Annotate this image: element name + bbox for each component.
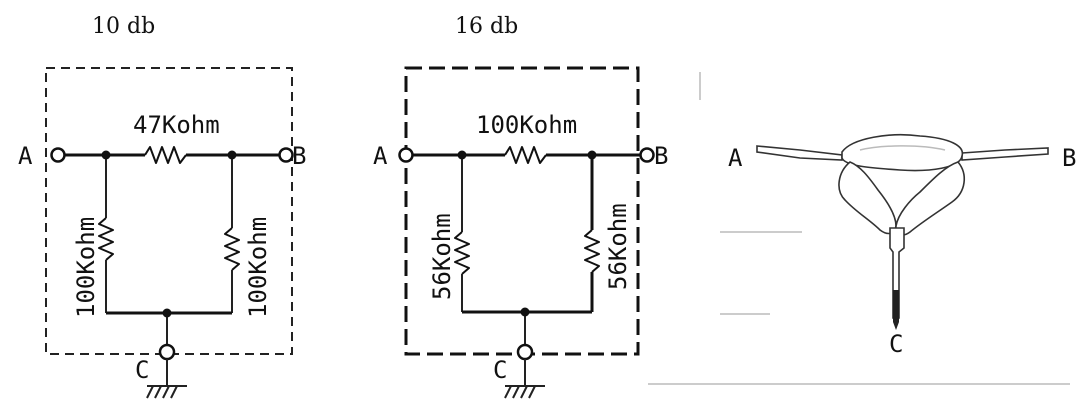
- circuit-10db-left-shunt-label: 100Kohm: [72, 217, 100, 318]
- circuit-16db-ground-icon: [504, 359, 545, 399]
- circuit-10db-label-c: C: [135, 356, 149, 384]
- resistor-assembly-sketch: A B C: [648, 72, 1076, 385]
- circuit-16db-label-a: A: [373, 142, 388, 170]
- circuit-16db-terminal-a: [398, 147, 414, 163]
- circuit-10db-series-resistor: [144, 146, 187, 164]
- circuit-10db-node: [162, 308, 172, 318]
- circuit-10db-right-shunt-resistor: [224, 227, 240, 271]
- circuit-10db: 10 db 47Kohm 100Kohm 100Kohm A B C: [18, 14, 306, 399]
- circuit-16db-label-b: B: [654, 142, 668, 170]
- circuit-16db-terminal-b: [639, 147, 655, 163]
- circuit-16db-terminal-c: [516, 343, 534, 361]
- circuit-10db-node: [101, 150, 111, 160]
- assembly-series-resistor: [841, 133, 964, 172]
- assembly-lead-c-tip: [893, 290, 899, 330]
- assembly-label-a: A: [728, 144, 743, 172]
- circuit-10db-terminal-a: [50, 147, 66, 163]
- circuit-10db-label-b: B: [292, 142, 306, 170]
- circuit-16db-node: [520, 307, 530, 317]
- circuit-16db-label-c: C: [493, 356, 507, 384]
- circuit-10db-right-shunt-label: 100Kohm: [244, 217, 272, 318]
- circuit-16db-left-shunt-resistor: [454, 231, 470, 275]
- assembly-left-shunt-resistor: [838, 161, 897, 235]
- circuit-16db-series-resistor: [504, 146, 547, 164]
- circuit-10db-series-label: 47Kohm: [133, 111, 220, 139]
- circuit-16db: 16 db 100Kohm 56Kohm 56Kohm A B C: [373, 14, 668, 399]
- circuit-16db-left-shunt-label: 56Kohm: [428, 213, 456, 300]
- circuit-16db-node: [457, 150, 467, 160]
- assembly-lead-a: [756, 145, 843, 161]
- circuit-10db-ground-icon: [146, 359, 187, 399]
- circuit-10db-node: [227, 150, 237, 160]
- circuit-10db-left-shunt-resistor: [98, 217, 114, 261]
- circuit-10db-title: 10 db: [92, 14, 155, 39]
- circuit-16db-title: 16 db: [455, 14, 518, 39]
- assembly-lead-b: [961, 147, 1049, 161]
- circuit-16db-right-shunt-resistor: [584, 229, 600, 273]
- circuit-10db-label-a: A: [18, 142, 33, 170]
- assembly-label-b: B: [1062, 144, 1076, 172]
- circuit-10db-terminal-c: [158, 343, 176, 361]
- circuit-16db-right-shunt-label: 56Kohm: [604, 203, 632, 290]
- assembly-resistor-band: [859, 145, 946, 151]
- assembly-right-shunt-resistor: [895, 161, 965, 236]
- assembly-label-c: C: [889, 330, 903, 358]
- circuit-10db-terminal-b: [278, 147, 294, 163]
- circuit-10db-enclosure: [45, 67, 293, 355]
- circuit-16db-series-label: 100Kohm: [476, 111, 577, 139]
- circuit-16db-node: [587, 150, 597, 160]
